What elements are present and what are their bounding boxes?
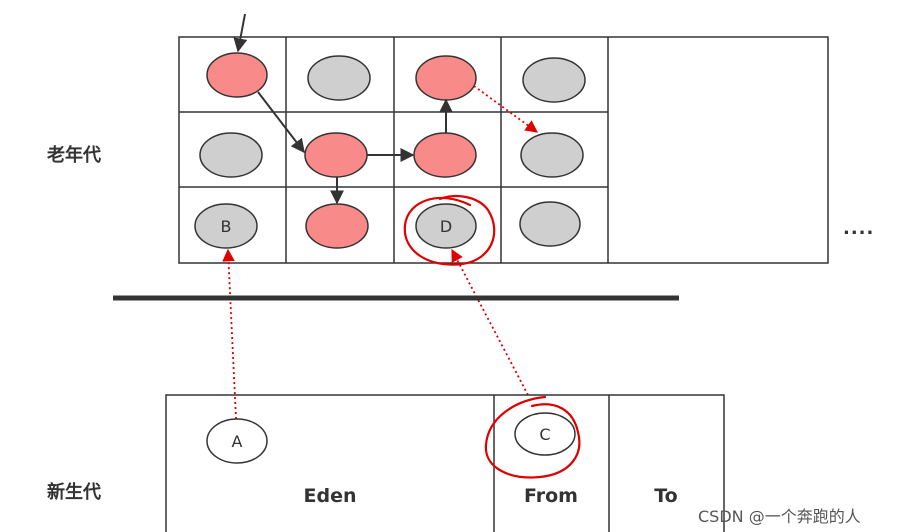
cross-generation-references <box>222 85 539 420</box>
more-regions-ellipsis: .... <box>843 218 875 239</box>
live-object <box>415 55 477 101</box>
c-to-d-reference-arrow <box>451 248 529 396</box>
old-generation-label: 老年代 <box>47 145 101 166</box>
red-dotted-arrow <box>473 85 539 133</box>
object-a-label: A <box>232 432 243 451</box>
live-object <box>304 132 368 178</box>
root-reference-arrow <box>233 13 248 53</box>
eden-label: Eden <box>304 485 357 507</box>
object-b <box>194 203 258 249</box>
live-object <box>206 52 268 98</box>
young-generation-label: 新生代 <box>47 482 101 503</box>
live-object <box>305 203 369 249</box>
a-to-b-reference-arrow <box>222 248 237 420</box>
object-d <box>415 203 477 249</box>
reference-arrow <box>257 91 305 154</box>
to-label: To <box>654 485 678 507</box>
c-highlight-circle <box>484 395 581 479</box>
old-generation-grid <box>178 36 829 264</box>
young-generation-box: A C Eden From To <box>165 394 725 532</box>
dead-object <box>522 57 586 103</box>
young-generation-outline <box>165 394 725 532</box>
object-d-label: D <box>440 217 452 236</box>
reference-arrows <box>233 13 453 205</box>
dead-object <box>519 201 581 247</box>
object-c-label: C <box>539 425 550 444</box>
watermark: CSDN @一个奔跑的人 <box>698 507 861 526</box>
old-generation-objects: B D <box>194 52 586 249</box>
object-c <box>514 412 576 456</box>
object-a <box>206 418 268 464</box>
object-b-label: B <box>221 217 232 236</box>
d-highlight-circle <box>403 195 496 266</box>
live-object <box>413 132 477 178</box>
dead-object <box>307 55 371 101</box>
from-label: From <box>524 485 578 507</box>
dead-object <box>520 132 584 178</box>
old-generation-outline <box>178 36 829 264</box>
dead-object <box>199 132 263 178</box>
